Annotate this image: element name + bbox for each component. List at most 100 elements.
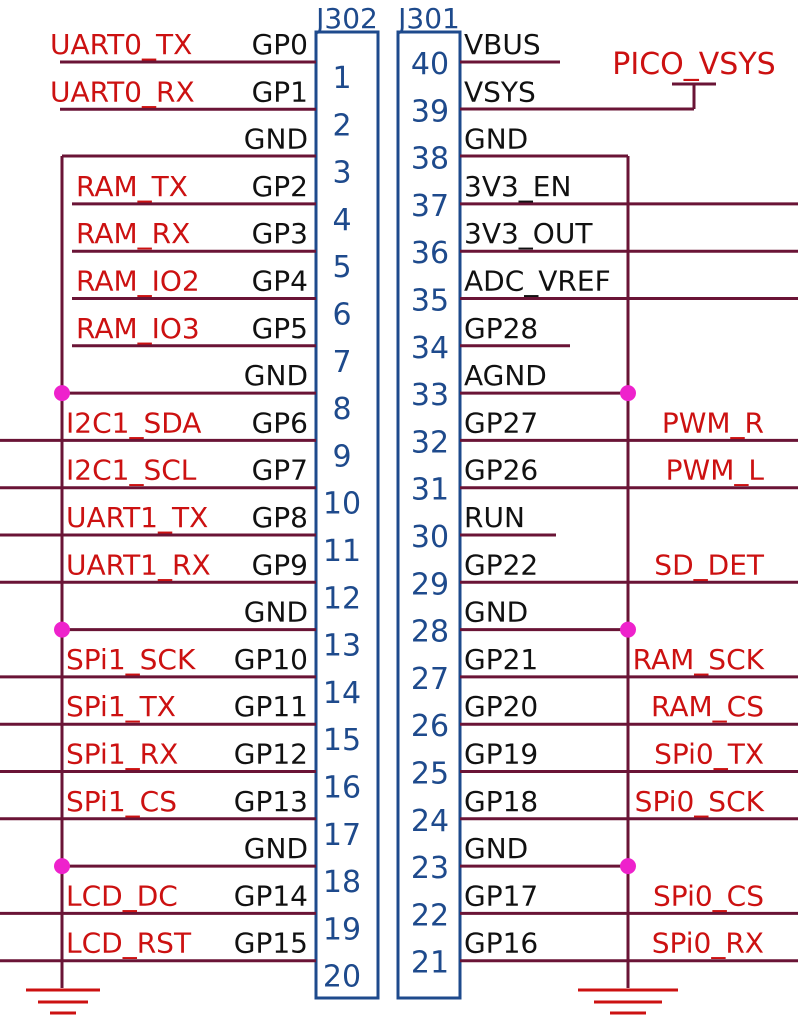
left-pin-number: 8 xyxy=(332,392,351,427)
right-pin-name: VBUS xyxy=(464,28,541,61)
right-pin-number: 37 xyxy=(411,189,449,224)
left-net-label: UART1_TX xyxy=(66,501,208,534)
right-pin-number: 23 xyxy=(411,851,449,886)
junction-right-33 xyxy=(620,385,636,402)
left-net-label: LCD_DC xyxy=(66,879,178,912)
left-pin-number: 2 xyxy=(332,108,351,143)
left-pin-number: 4 xyxy=(332,203,351,238)
left-net-label: RAM_RX xyxy=(76,217,190,250)
right-pin-name: VSYS xyxy=(464,75,536,108)
left-pin-name: GP7 xyxy=(252,454,308,487)
connector-body-j301 xyxy=(396,30,462,1000)
left-pin-name: GND xyxy=(244,596,308,629)
left-pin-number: 20 xyxy=(323,960,361,995)
left-net-label: SPi1_CS xyxy=(66,785,177,818)
right-net-label: SPi0_RX xyxy=(652,927,764,960)
left-pin-number: 12 xyxy=(323,581,361,616)
left-pin-name: GND xyxy=(244,832,308,865)
ground-bus-right xyxy=(460,154,630,988)
right-pin-name: GP28 xyxy=(464,312,538,345)
right-pin-number: 39 xyxy=(411,94,449,129)
right-net-label: SPi0_TX xyxy=(654,738,764,771)
right-net-label: SD_DET xyxy=(654,548,765,581)
left-pin-wires xyxy=(0,60,316,963)
left-pin-name: GP12 xyxy=(234,738,308,771)
right-pin-number: 29 xyxy=(411,567,449,602)
right-net-label: PICO_VSYS xyxy=(612,47,775,82)
left-pin-number: 15 xyxy=(323,723,361,758)
right-net-label: RAM_SCK xyxy=(633,643,765,676)
left-net-label: RAM_IO2 xyxy=(76,265,200,298)
junction-right-23 xyxy=(620,858,636,875)
left-pin-number: 18 xyxy=(323,865,361,900)
left-net-label: RAM_TX xyxy=(76,170,188,203)
left-pin-name: GP14 xyxy=(234,879,308,912)
right-pin-name: RUN xyxy=(464,501,525,534)
right-pin-name: GND xyxy=(464,832,528,865)
connector-body-j302 xyxy=(314,30,380,1000)
left-pin-name: GP6 xyxy=(252,406,308,439)
right-net-label: RAM_CS xyxy=(651,690,764,723)
left-pin-number: 13 xyxy=(323,629,361,664)
left-pin-name: GND xyxy=(244,359,308,392)
right-pin-number: 32 xyxy=(411,425,449,460)
left-pin-number: 5 xyxy=(332,250,351,285)
left-pin-name: GP4 xyxy=(252,265,308,298)
right-pin-name: 3V3_EN xyxy=(464,170,571,203)
right-pin-name: GP16 xyxy=(464,927,538,960)
left-net-label: SPi1_RX xyxy=(66,738,178,771)
left-net-label: SPi1_SCK xyxy=(66,643,196,676)
connector-ref-j301: J301 xyxy=(396,2,460,35)
right-pin-name: GP21 xyxy=(464,643,538,676)
right-pin-name: GND xyxy=(464,596,528,629)
left-pin-name: GP2 xyxy=(252,170,308,203)
right-pin-name: GP27 xyxy=(464,406,538,439)
right-pin-number: 35 xyxy=(411,284,449,319)
left-pin-number: 7 xyxy=(332,345,351,380)
right-pin-name: GP18 xyxy=(464,785,538,818)
left-pin-name: GP9 xyxy=(252,548,308,581)
left-pin-name: GP11 xyxy=(234,690,308,723)
ground-bus-left xyxy=(60,154,316,988)
left-pin-name: GND xyxy=(244,123,308,156)
left-net-label: RAM_IO3 xyxy=(76,312,200,345)
left-pin-number: 11 xyxy=(323,534,361,569)
left-pin-number: 16 xyxy=(323,771,361,806)
left-net-label: UART0_TX xyxy=(50,28,192,61)
left-pin-name: GP1 xyxy=(252,75,308,108)
right-net-label: PWM_R xyxy=(662,406,764,439)
right-net-label: SPi0_SCK xyxy=(635,785,765,818)
left-net-label: UART1_RX xyxy=(66,548,211,581)
right-pin-number: 36 xyxy=(411,236,449,271)
right-pin-name: GP20 xyxy=(464,690,538,723)
left-pin-number: 9 xyxy=(332,439,351,474)
junction-dots xyxy=(54,385,636,875)
right-pin-number: 27 xyxy=(411,662,449,697)
right-pin-number: 26 xyxy=(411,709,449,744)
left-pin-name: GP0 xyxy=(252,28,308,61)
right-net-label: SPi0_CS xyxy=(653,879,764,912)
right-pin-number: 28 xyxy=(411,615,449,650)
right-pin-number: 40 xyxy=(411,47,449,82)
right-pin-wires xyxy=(460,60,798,963)
left-net-label: I2C1_SCL xyxy=(66,454,197,487)
left-pin-name: GP10 xyxy=(234,643,308,676)
right-pin-name: GP19 xyxy=(464,738,538,771)
right-pin-number: 38 xyxy=(411,142,449,177)
right-pin-number: 34 xyxy=(411,331,449,366)
right-pin-name: ADC_VREF xyxy=(464,265,611,298)
connector-ref-j302: J302 xyxy=(314,2,378,35)
ground-symbol-right xyxy=(578,988,678,1015)
left-pin-number: 19 xyxy=(323,912,361,947)
right-pin-number: 24 xyxy=(411,804,449,839)
right-pin-number: 22 xyxy=(411,898,449,933)
left-pin-number: 17 xyxy=(323,818,361,853)
junction-left-8 xyxy=(54,385,70,402)
right-pin-name: 3V3_OUT xyxy=(464,217,593,250)
left-net-label: LCD_RST xyxy=(66,927,192,960)
right-pin-number: 25 xyxy=(411,757,449,792)
left-pin-number: 14 xyxy=(323,676,361,711)
junction-right-28 xyxy=(620,621,636,638)
left-pin-number: 6 xyxy=(332,298,351,333)
